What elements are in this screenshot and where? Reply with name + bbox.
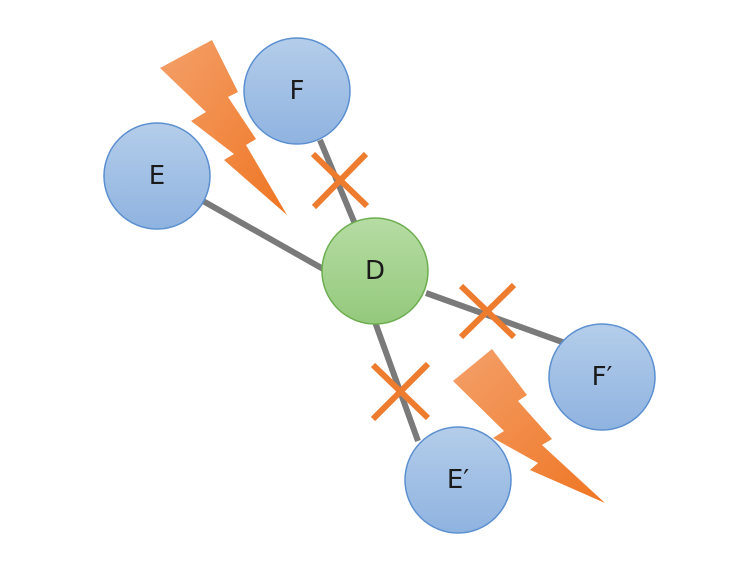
node-e: E bbox=[103, 122, 211, 230]
node-d: D bbox=[321, 217, 429, 325]
x-mark-icon bbox=[310, 151, 370, 210]
lightning-bolt-icon bbox=[160, 40, 287, 215]
node-label: D bbox=[365, 256, 385, 286]
node-e-prime: E′ bbox=[404, 426, 512, 534]
node-label: E bbox=[149, 161, 165, 191]
link-d-e-prime bbox=[372, 320, 421, 443]
node-f-prime: F′ bbox=[548, 323, 656, 431]
node-label: E′ bbox=[447, 465, 469, 495]
node-f: F bbox=[243, 37, 351, 145]
cut-marks bbox=[310, 151, 517, 422]
lightning-bolt-icon bbox=[453, 349, 605, 503]
node-label: F′ bbox=[592, 362, 613, 392]
link-e-d bbox=[201, 198, 327, 273]
x-mark-icon bbox=[458, 282, 517, 340]
x-mark-icon bbox=[370, 361, 431, 422]
node-label: F bbox=[290, 76, 305, 106]
